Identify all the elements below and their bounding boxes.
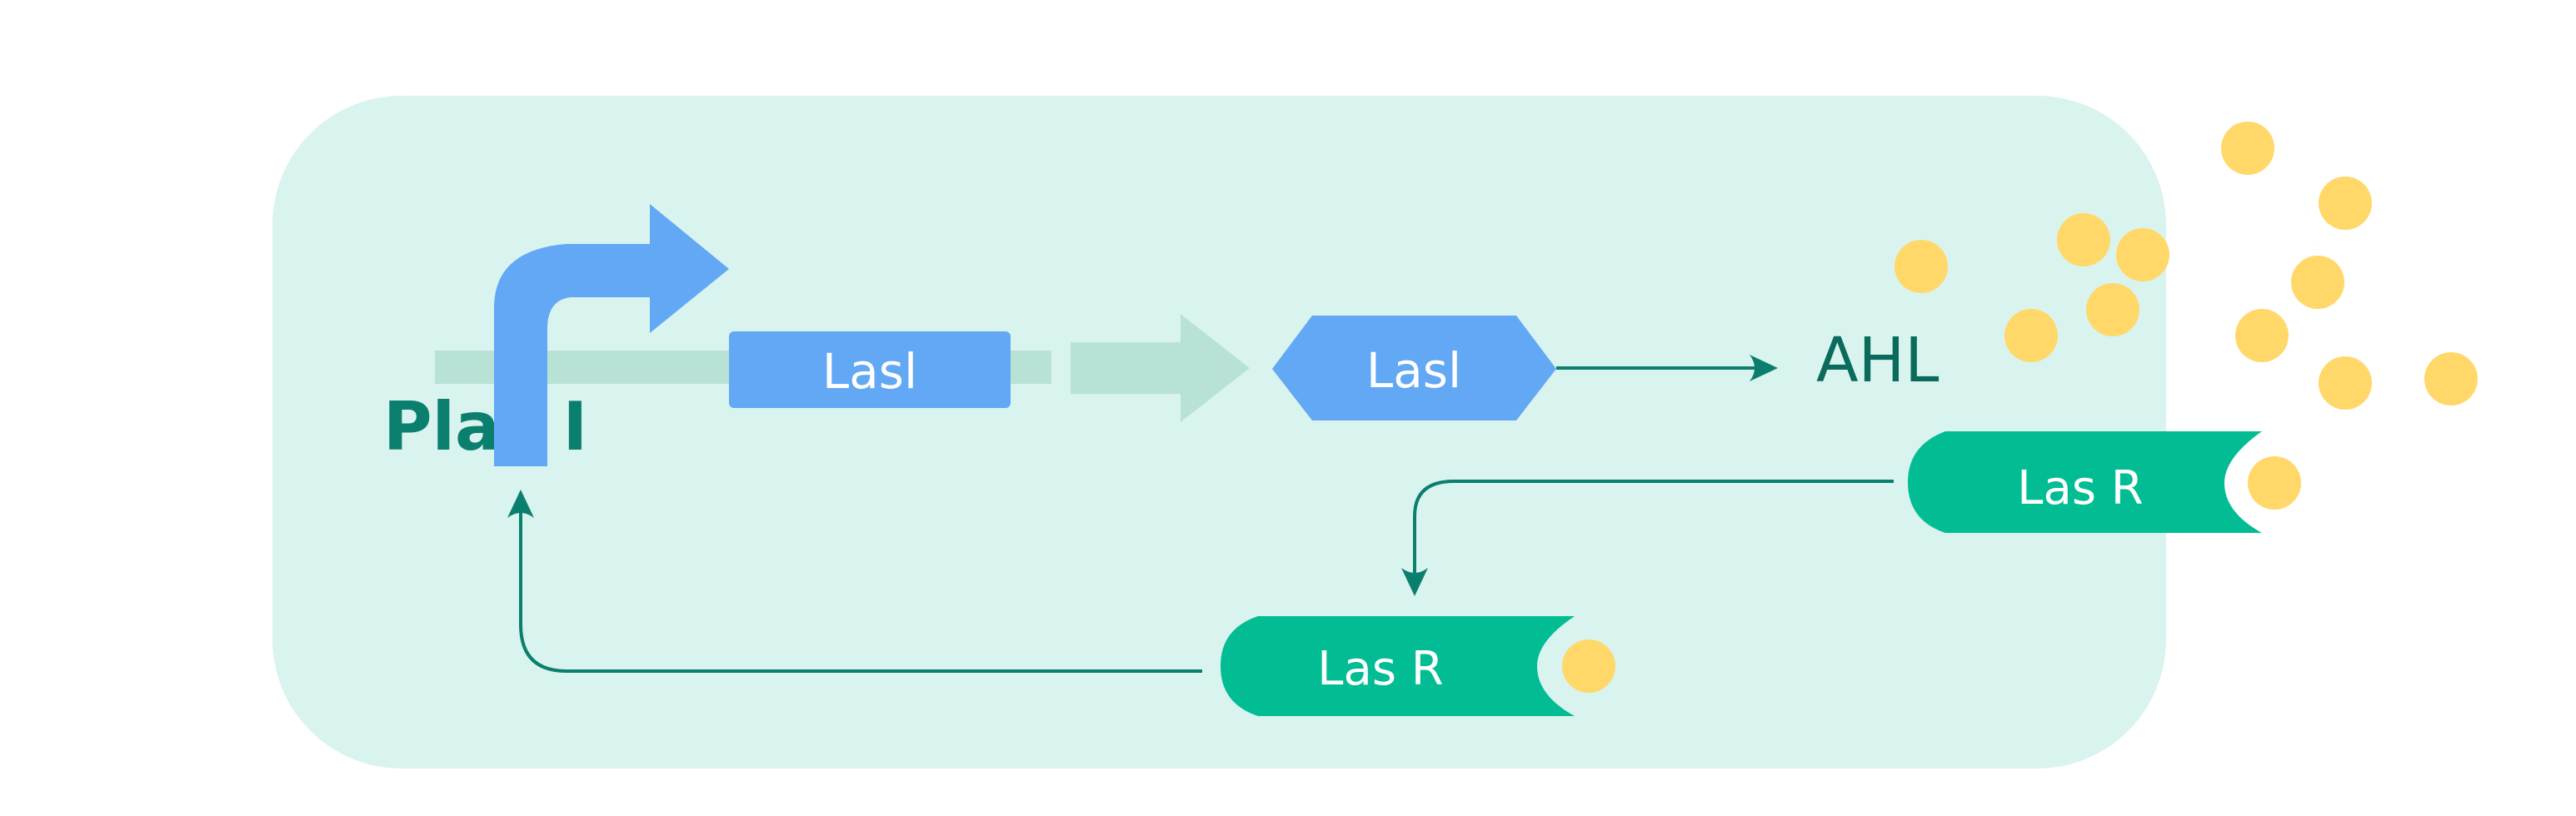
receptor-outside bbox=[1908, 431, 2262, 533]
circle-dot-icon bbox=[2319, 356, 2372, 410]
circle-dot-icon bbox=[2319, 177, 2372, 230]
circle-dot-icon bbox=[2221, 122, 2274, 175]
cell-background bbox=[272, 96, 2166, 769]
protein-label: Lasl bbox=[1366, 342, 1461, 399]
bent-arrow-icon bbox=[494, 204, 729, 466]
circle-dot-icon bbox=[2248, 456, 2301, 510]
receptor-outside-label: Las R bbox=[2017, 461, 2143, 515]
circle-dot-icon bbox=[2235, 309, 2289, 362]
circle-dot-icon bbox=[1562, 639, 1615, 693]
circle-dot-icon bbox=[1895, 240, 1948, 293]
circle-dot-icon bbox=[2291, 256, 2344, 309]
circle-dot-icon bbox=[2086, 283, 2139, 336]
gene-box bbox=[729, 331, 1011, 408]
ahl-label: AHL bbox=[1816, 325, 1939, 396]
circle-dot-icon bbox=[2424, 352, 2478, 406]
circle-dot-icon bbox=[2057, 213, 2110, 266]
receptor-inside bbox=[1221, 616, 1575, 716]
activation-arrow bbox=[1401, 480, 1894, 596]
block-arrow-icon bbox=[1071, 314, 1250, 422]
protein-hexagon bbox=[1272, 316, 1556, 420]
circle-dot-icon bbox=[2116, 228, 2169, 281]
promoter-label: Plas I bbox=[383, 388, 587, 465]
circle-dot-icon bbox=[2004, 309, 2058, 362]
receptor-inside-label: Las R bbox=[1317, 642, 1443, 696]
feedback-arrow bbox=[507, 490, 1202, 673]
gene-label: Lasl bbox=[822, 343, 917, 400]
